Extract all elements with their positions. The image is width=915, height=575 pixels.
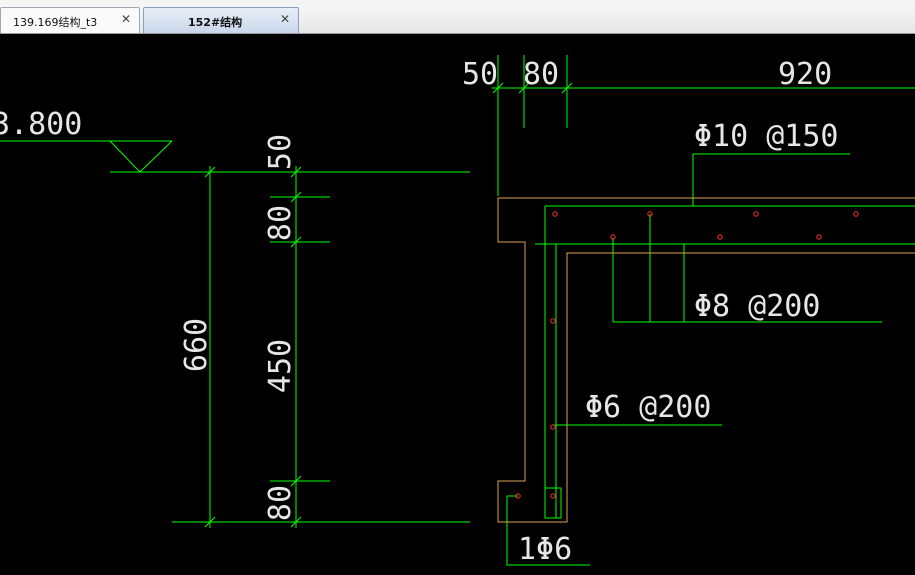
drawing-canvas[interactable]: 3.800 660 50 80 450 80 50 80 920 Φ10 @15… (0, 34, 915, 571)
tab-label: 152#结构 (188, 16, 243, 29)
tab-label: 139.169结构_t3 (13, 16, 98, 29)
drawing-text: 3.800 660 50 80 450 80 50 80 920 Φ10 @15… (0, 57, 839, 567)
close-icon[interactable]: ✕ (120, 12, 132, 26)
dim-tick (290, 516, 302, 528)
dim-tick (290, 475, 302, 487)
rebar-dot (816, 234, 822, 240)
leader-top (692, 153, 850, 206)
document-tab-bar: 139.169结构_t3 ✕ 152#结构 ✕ (0, 5, 915, 34)
tab-152-structure[interactable]: 152#结构 ✕ (143, 7, 299, 33)
dim-tick (561, 82, 573, 94)
rebar-dot (717, 234, 723, 240)
concrete-outline (497, 197, 915, 523)
dim-text-c: 920 (778, 57, 832, 92)
dim-text-upper: 80 (263, 205, 298, 241)
rebar-label-bottom: 1Φ6 (518, 532, 572, 567)
rebar-dot (515, 493, 521, 499)
rebar-dot (550, 318, 556, 324)
dim-text-b: 80 (523, 57, 559, 92)
rebar-dot (753, 211, 759, 217)
dim-tick (290, 166, 302, 178)
dim-tick (204, 516, 216, 528)
rebar-dot (552, 211, 558, 217)
dim-text-a: 50 (462, 57, 498, 92)
elevation-label: 3.800 (0, 107, 82, 142)
rebar-dot (610, 234, 616, 240)
leader-bottom (506, 495, 590, 566)
rebar-dot (647, 211, 653, 217)
close-icon[interactable]: ✕ (279, 12, 291, 26)
rebar-dot (853, 211, 859, 217)
bottom-stirrup-box (544, 487, 562, 519)
dimension-lines (0, 55, 915, 566)
rebar-label-top: Φ10 @150 (694, 119, 839, 154)
dim-tick (204, 166, 216, 178)
dim-tick (518, 82, 530, 94)
beam-section-outline (497, 197, 915, 523)
cad-drawing: 3.800 660 50 80 450 80 50 80 920 Φ10 @15… (0, 55, 915, 567)
dim-text-lower: 80 (263, 485, 298, 521)
dim-tick (290, 236, 302, 248)
dim-text-660: 660 (179, 318, 214, 372)
dim-tick (290, 191, 302, 203)
rebar-label-side: Φ6 @200 (585, 390, 711, 425)
rebar-dots (515, 211, 859, 499)
dim-text-top: 50 (263, 134, 298, 170)
elevation-triangle (109, 140, 173, 173)
dim-text-middle: 450 (263, 339, 298, 393)
tab-139-169-structure[interactable]: 139.169结构_t3 ✕ (0, 7, 140, 33)
dim-tick (492, 82, 504, 94)
rebar-dot (550, 424, 556, 430)
rebar-dot (550, 493, 556, 499)
rebar-label-middle: Φ8 @200 (694, 289, 820, 324)
